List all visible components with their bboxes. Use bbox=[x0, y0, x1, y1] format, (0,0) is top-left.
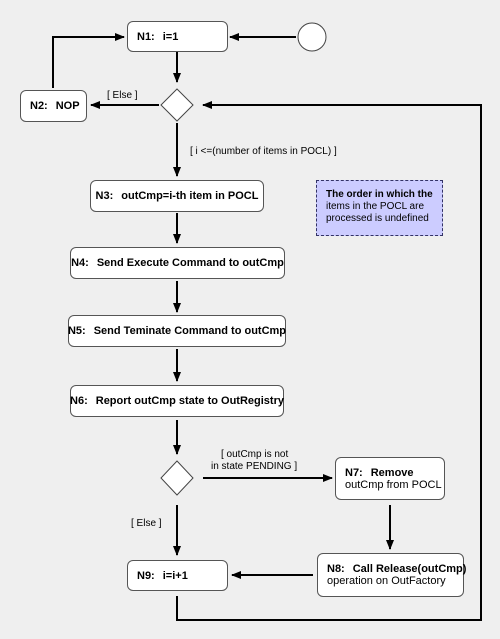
node-n2: N2: NOP bbox=[20, 90, 87, 122]
node-n8-number: N8: bbox=[327, 563, 345, 575]
edge-n2-to-n1 bbox=[52, 33, 125, 88]
node-n2-label: NOP bbox=[55, 100, 80, 112]
node-n5: N5: Send Teminate Command to outCmp bbox=[68, 315, 286, 347]
node-n4-label: Send Execute Command to outCmp bbox=[96, 257, 284, 269]
loop-decision-diamond bbox=[160, 88, 194, 122]
node-n4: N4: Send Execute Command to outCmp bbox=[70, 247, 285, 279]
guard-else-bottom: [ Else ] bbox=[131, 518, 162, 529]
node-n7: N7: Remove outCmp from POCL bbox=[335, 457, 445, 500]
node-n6-number: N6: bbox=[70, 395, 88, 407]
node-n1-label: i=1 bbox=[162, 30, 179, 43]
node-n8-label-line2: operation on OutFactory bbox=[327, 575, 446, 587]
node-n4-number: N4: bbox=[71, 257, 89, 269]
node-n6-label: Report outCmp state to OutRegistry bbox=[95, 395, 284, 407]
node-n7-label-line2: outCmp from POCL bbox=[345, 478, 442, 491]
node-n9-number: N9: bbox=[137, 569, 155, 582]
note-line2: items in the POCL are bbox=[326, 201, 425, 212]
node-n7-number: N7: bbox=[345, 466, 363, 479]
node-n5-label: Send Teminate Command to outCmp bbox=[93, 325, 287, 337]
node-n3-label: outCmp=i-th item in POCL bbox=[121, 190, 259, 202]
node-n9-label: i=i+1 bbox=[162, 569, 188, 582]
node-n3: N3: outCmp=i-th item in POCL bbox=[90, 180, 264, 212]
guard-not-pending-line1: [ outCmp is not bbox=[221, 449, 289, 460]
guard-not-pending-line2: in state PENDING ] bbox=[211, 461, 298, 472]
note-line1: The order in which the bbox=[326, 189, 433, 200]
node-n1: N1: i=1 bbox=[127, 21, 228, 52]
node-n3-number: N3: bbox=[95, 190, 114, 202]
node-n9: N9: i=i+1 bbox=[127, 560, 228, 591]
node-n8: N8: Call Release(outCmp) operation on Out… bbox=[317, 553, 467, 597]
state-decision-diamond bbox=[160, 460, 194, 496]
node-n8-label: Call Release(outCmp) bbox=[352, 563, 467, 575]
guard-loop-condition: [ i <=(number of items in POCL) ] bbox=[190, 146, 337, 157]
node-n2-number: N2: bbox=[30, 100, 48, 112]
guard-else-top: [ Else ] bbox=[107, 90, 138, 101]
node-n5-number: N5: bbox=[67, 325, 86, 337]
initial-node bbox=[297, 22, 327, 52]
note-box: The order in which the items in the POCL… bbox=[316, 180, 443, 236]
edge-n9-loop-back bbox=[176, 101, 482, 621]
note-line3: processed is undefined bbox=[326, 213, 429, 224]
node-n7-label: Remove bbox=[370, 466, 414, 479]
node-n1-number: N1: bbox=[137, 30, 155, 43]
node-n6: N6: Report outCmp state to OutRegistry bbox=[70, 385, 284, 417]
